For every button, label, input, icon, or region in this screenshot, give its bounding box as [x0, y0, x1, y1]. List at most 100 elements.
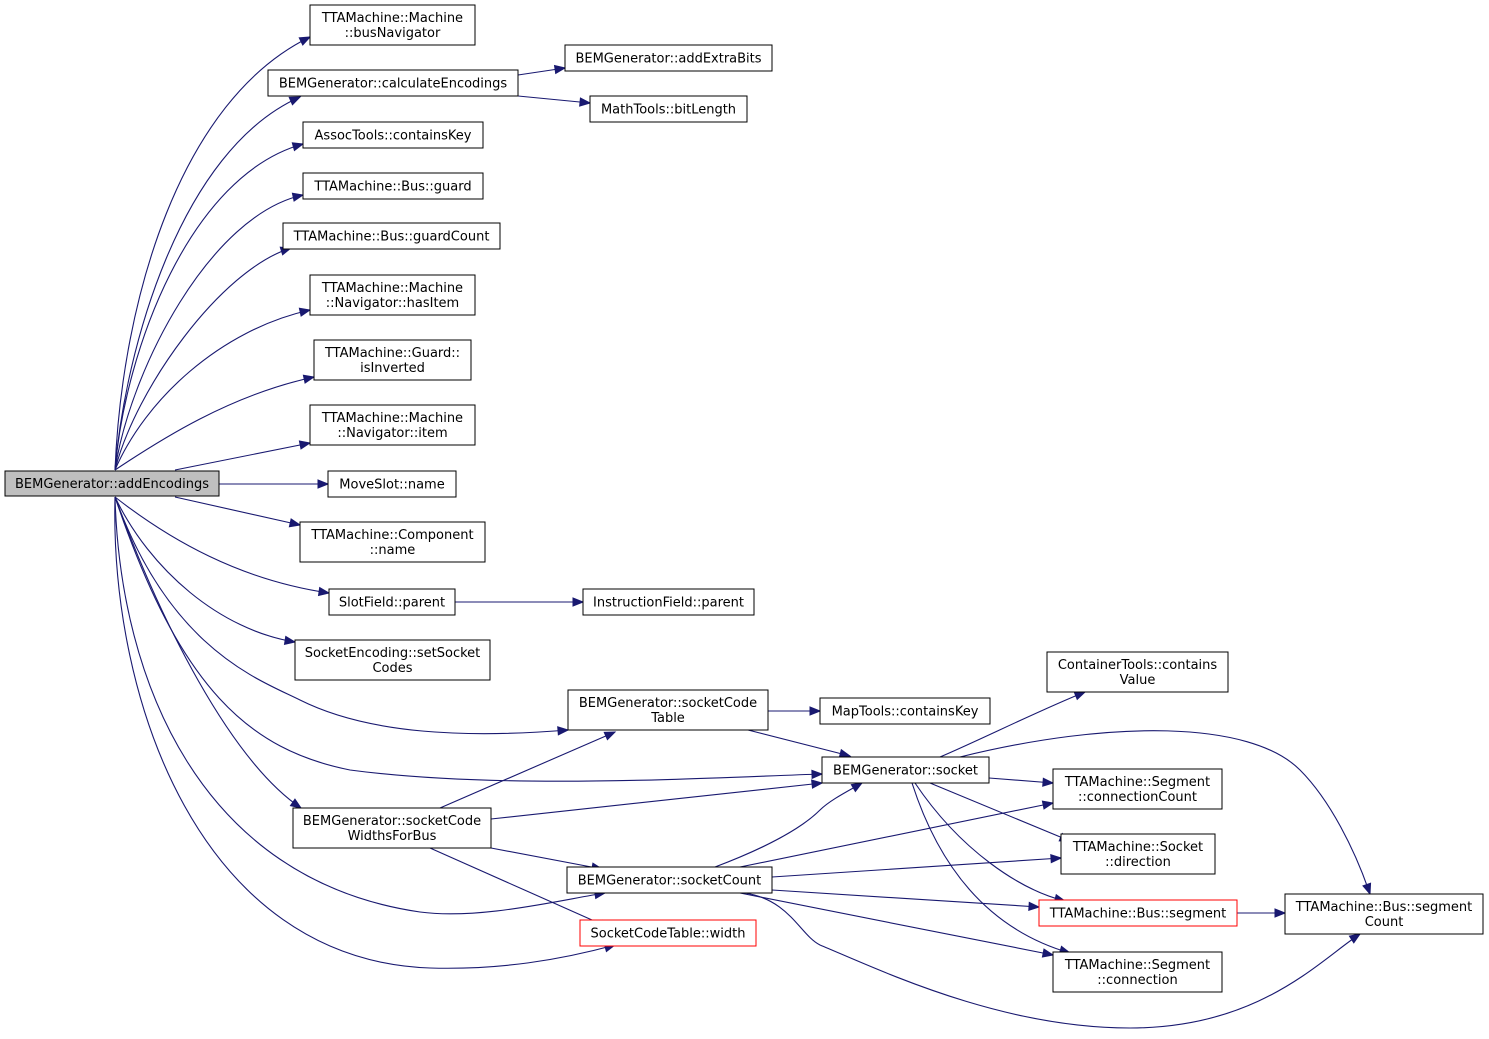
- edge-n23-to-n22: [771, 853, 1063, 878]
- function-node[interactable]: AssocTools::containsKey: [302, 121, 484, 149]
- node-label-line: TTAMachine::Segment: [1064, 775, 1210, 790]
- node-box: [313, 339, 472, 381]
- node-box: [294, 639, 491, 681]
- arrowhead-icon: [1348, 933, 1362, 944]
- function-node[interactable]: TTAMachine::Machine::busNavigator: [309, 4, 476, 46]
- arrowhead-icon: [298, 36, 312, 46]
- arrowhead-icon: [291, 142, 305, 152]
- edge-line: [744, 892, 1361, 1029]
- node-box: [299, 521, 486, 563]
- edge-n0-to-n26: [114, 496, 617, 969]
- function-node[interactable]: BEMGenerator::calculateEncodings: [267, 69, 519, 97]
- function-node[interactable]: TTAMachine::Bus::guard: [302, 172, 484, 200]
- node-box: [1038, 899, 1238, 927]
- node-box: [302, 172, 484, 200]
- node-label-line: BEMGenerator::calculateEncodings: [279, 77, 508, 92]
- edge-n13-to-n14: [455, 597, 585, 607]
- function-node[interactable]: TTAMachine::Component::name: [299, 521, 486, 563]
- edge-line: [439, 731, 616, 809]
- function-node[interactable]: BEMGenerator::addExtraBits: [564, 44, 773, 72]
- arrowhead-icon: [809, 706, 822, 716]
- edge-line: [114, 143, 304, 471]
- function-node[interactable]: BEMGenerator::addEncodings: [4, 470, 220, 497]
- node-label-line: Count: [1365, 915, 1404, 930]
- edge-line: [490, 847, 603, 870]
- edge-n0-to-n19: [114, 496, 824, 782]
- edge-line: [114, 194, 304, 471]
- node-box: [1284, 893, 1484, 935]
- node-label-line: BEMGenerator::socket: [833, 764, 978, 779]
- arrowhead-icon: [283, 635, 297, 646]
- node-label-line: Codes: [372, 661, 412, 676]
- function-node[interactable]: SlotField::parent: [328, 588, 456, 616]
- function-node[interactable]: TTAMachine::Socket::direction: [1060, 833, 1216, 875]
- node-label-line: ::Navigator::hasItem: [326, 296, 459, 311]
- node-label-line: ::connectionCount: [1078, 790, 1197, 805]
- edge-n23-to-n25: [744, 892, 1362, 1029]
- arrowhead-icon: [811, 779, 824, 789]
- function-node[interactable]: MoveSlot::name: [327, 470, 457, 498]
- node-label-line: ::busNavigator: [345, 26, 441, 41]
- node-label-line: ::connection: [1097, 973, 1177, 988]
- function-node[interactable]: TTAMachine::Segment::connection: [1052, 951, 1223, 993]
- function-node[interactable]: MapTools::containsKey: [819, 697, 991, 725]
- arrowhead-icon: [1362, 882, 1372, 896]
- edge-n0-to-n6: [114, 192, 305, 471]
- edge-n19-to-n18: [939, 691, 1087, 758]
- node-box: [821, 756, 990, 784]
- edge-line: [114, 496, 330, 594]
- node-label-line: MathTools::bitLength: [601, 103, 736, 118]
- edge-n23-to-n24: [771, 889, 1041, 912]
- arrowhead-icon: [1050, 853, 1063, 864]
- function-node[interactable]: TTAMachine::Guard::isInverted: [313, 339, 472, 381]
- node-label-line: WidthsForBus: [348, 829, 437, 844]
- node-box: [309, 404, 476, 446]
- node-label-line: TTAMachine::Bus::guardCount: [293, 230, 490, 245]
- edge-n0-to-n12: [174, 496, 302, 528]
- edge-line: [174, 496, 301, 526]
- node-label-line: TTAMachine::Machine: [321, 11, 463, 26]
- node-box: [282, 222, 501, 250]
- edge-n16-to-n17: [768, 706, 822, 716]
- edge-line: [114, 496, 569, 735]
- node-box: [327, 470, 457, 498]
- arrowhead-icon: [298, 307, 312, 317]
- edge-line: [771, 889, 1040, 908]
- edge-line: [114, 496, 302, 809]
- node-label-line: Table: [650, 711, 685, 726]
- arrowhead-icon: [288, 96, 302, 106]
- node-label-line: SlotField::parent: [339, 596, 445, 611]
- function-node[interactable]: TTAMachine::Bus::segment: [1038, 899, 1238, 927]
- function-node[interactable]: SocketCodeTable::width: [579, 919, 757, 947]
- function-node[interactable]: TTAMachine::Machine::Navigator::hasItem: [309, 274, 476, 316]
- arrowhead-icon: [317, 479, 330, 489]
- arrowhead-icon: [288, 518, 302, 528]
- node-label-line: TTAMachine::Guard::: [324, 346, 460, 361]
- function-node[interactable]: TTAMachine::Segment::connectionCount: [1052, 768, 1223, 810]
- edge-line: [939, 691, 1086, 758]
- function-node[interactable]: BEMGenerator::socketCount: [566, 866, 773, 894]
- node-label-line: isInverted: [360, 361, 425, 376]
- function-node[interactable]: TTAMachine::Bus::guardCount: [282, 222, 501, 250]
- function-node[interactable]: BEMGenerator::socket: [821, 756, 990, 784]
- node-box: [309, 4, 476, 46]
- node-label-line: TTAMachine::Machine: [321, 411, 463, 426]
- node-box: [1046, 651, 1229, 693]
- node-box: [292, 807, 492, 849]
- arrowhead-icon: [557, 726, 570, 736]
- function-node[interactable]: TTAMachine::Machine::Navigator::item: [309, 404, 476, 446]
- function-node[interactable]: MathTools::bitLength: [589, 95, 748, 123]
- edge-line: [714, 782, 863, 868]
- edge-line: [490, 782, 823, 820]
- edge-n21-to-n16: [439, 731, 617, 809]
- node-label-line: TTAMachine::Component: [310, 528, 473, 543]
- node-label-line: BEMGenerator::addExtraBits: [575, 52, 761, 67]
- edge-line: [114, 36, 311, 471]
- function-node[interactable]: InstructionField::parent: [582, 588, 755, 616]
